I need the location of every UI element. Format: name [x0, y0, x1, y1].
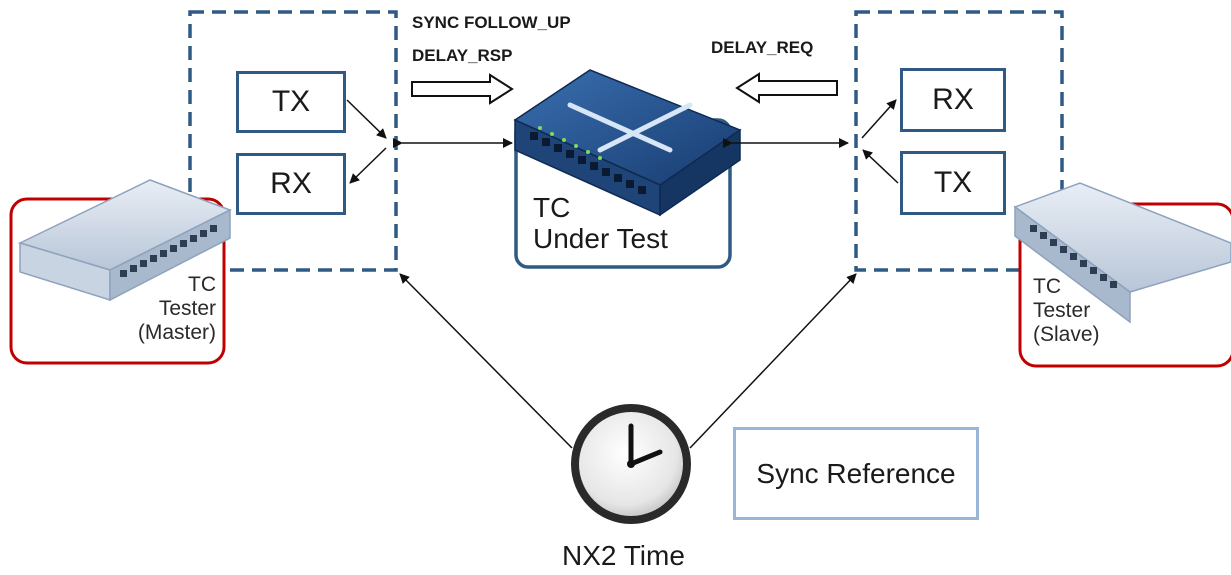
master-tester-line1: TC	[188, 273, 216, 296]
slave-tester-line1: TC	[1033, 275, 1061, 298]
dut-switch-icon	[513, 69, 742, 217]
slave-tx-box: TX	[900, 151, 1006, 215]
sync-message-arrow	[411, 73, 514, 105]
sync-followup-label: SYNC FOLLOW_UP	[412, 13, 571, 32]
slave-rx-box: RX	[900, 68, 1006, 132]
slave-port-region	[854, 10, 1064, 272]
delay-req-label: DELAY_REQ	[711, 38, 814, 57]
slave-tester-line3: (Slave)	[1033, 323, 1100, 346]
sync-reference-box: Sync Reference	[733, 427, 979, 520]
dut-label-line1: TC	[533, 192, 571, 223]
delay-rsp-label: DELAY_RSP	[412, 46, 513, 65]
delay-req-message-arrow	[735, 72, 838, 104]
slave-rx-arrow	[861, 99, 897, 139]
dut-label-line2: Under Test	[533, 223, 668, 254]
clock-to-master-arrow	[399, 273, 573, 449]
master-rx-arrow	[349, 147, 387, 184]
master-tester-label: TC Tester (Master)	[118, 273, 216, 345]
master-tx-arrow	[346, 99, 387, 139]
master-switch-icon	[17, 179, 232, 302]
slave-switch-icon	[1013, 182, 1231, 324]
slave-tester-label: TC Tester (Slave)	[1033, 275, 1100, 347]
master-rx-box: RX	[236, 153, 346, 215]
clock-icon	[571, 404, 691, 524]
slave-tx-arrow	[862, 149, 899, 184]
slave-tester-line2: Tester	[1033, 299, 1091, 322]
master-tx-box: TX	[236, 71, 346, 133]
master-tester-line2: Tester	[158, 297, 216, 320]
clock-to-slave-arrow	[689, 273, 857, 449]
master-tester-line3: (Master)	[137, 321, 216, 344]
clock-label: NX2 Time	[562, 540, 685, 571]
